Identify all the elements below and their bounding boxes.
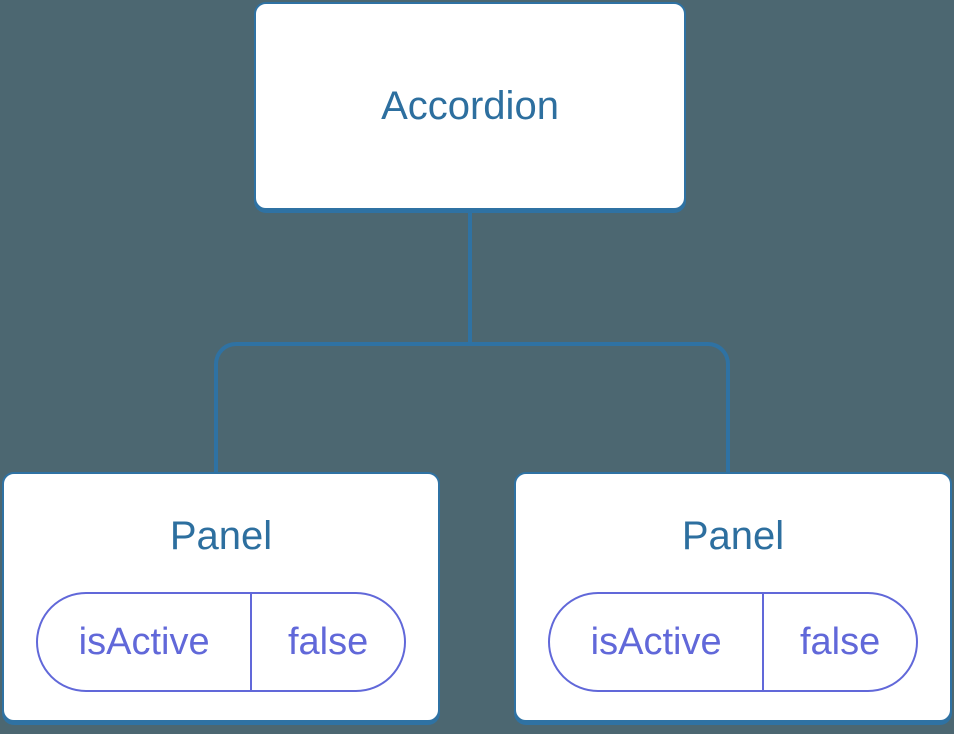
tree-node-panel-1: Panel isActive false <box>2 472 440 722</box>
node-label-accordion: Accordion <box>381 84 559 128</box>
tree-node-panel-2: Panel isActive false <box>514 472 952 722</box>
connector-bracket <box>214 342 730 472</box>
state-pill-1: isActive false <box>36 592 406 692</box>
state-value-2: false <box>799 620 881 663</box>
state-key-1: isActive <box>38 594 253 690</box>
node-label-panel-2: Panel <box>681 514 785 558</box>
tree-node-accordion: Accordion <box>254 2 686 210</box>
state-key-2: isActive <box>550 594 765 690</box>
node-label-panel-1: Panel <box>169 514 273 558</box>
state-pill-2: isActive false <box>548 592 918 692</box>
connector-stem <box>468 211 472 343</box>
state-value-1: false <box>287 620 369 663</box>
